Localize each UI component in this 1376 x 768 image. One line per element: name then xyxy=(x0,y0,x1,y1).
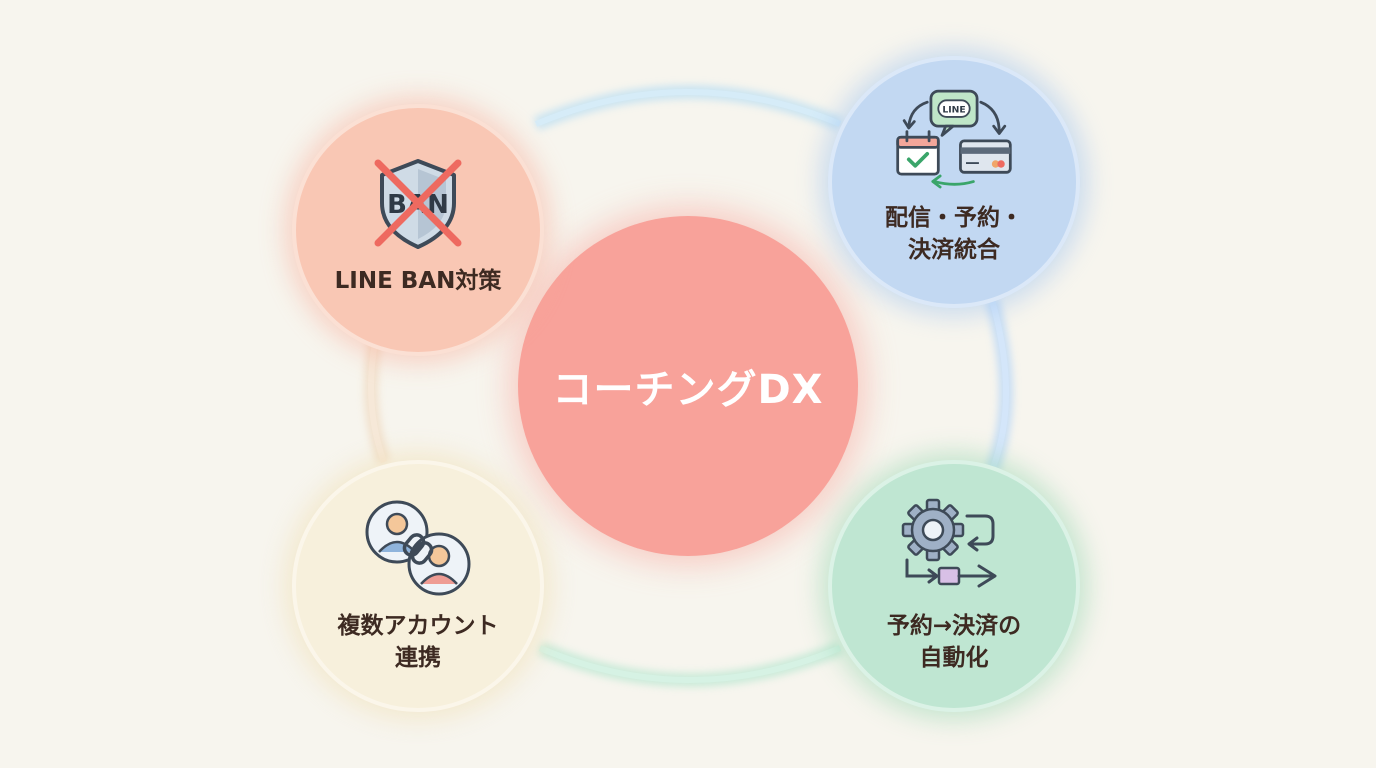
ring-arc-bottom xyxy=(538,645,842,683)
ring-arc-right xyxy=(989,299,1009,472)
node-label-multi-account: 複数アカウント 連携 xyxy=(337,613,499,671)
node-multi-account: 複数アカウント 連携 xyxy=(292,460,544,712)
node-label-automation: 予約→決済の 自動化 xyxy=(886,613,1022,671)
node-line-ban: BAN LINE BAN対策 xyxy=(292,104,544,356)
node-integration: LINE 配信・予約・ 決 xyxy=(828,56,1080,308)
gear-flow-icon xyxy=(894,498,1014,598)
shield-ban-icon: BAN xyxy=(358,153,478,253)
center-node: コーチングDX xyxy=(518,216,858,556)
node-automation: 予約→決済の 自動化 xyxy=(828,460,1080,712)
ring-arc-top xyxy=(534,89,842,127)
linked-accounts-icon xyxy=(358,498,478,598)
node-label-line-ban: LINE BAN対策 xyxy=(334,268,502,294)
line-badge-text: LINE xyxy=(942,104,965,115)
center-title: コーチングDX xyxy=(552,367,824,413)
node-label-integration: 配信・予約・ 決済統合 xyxy=(885,205,1023,263)
line-calendar-card-cycle-icon: LINE xyxy=(894,89,1014,190)
